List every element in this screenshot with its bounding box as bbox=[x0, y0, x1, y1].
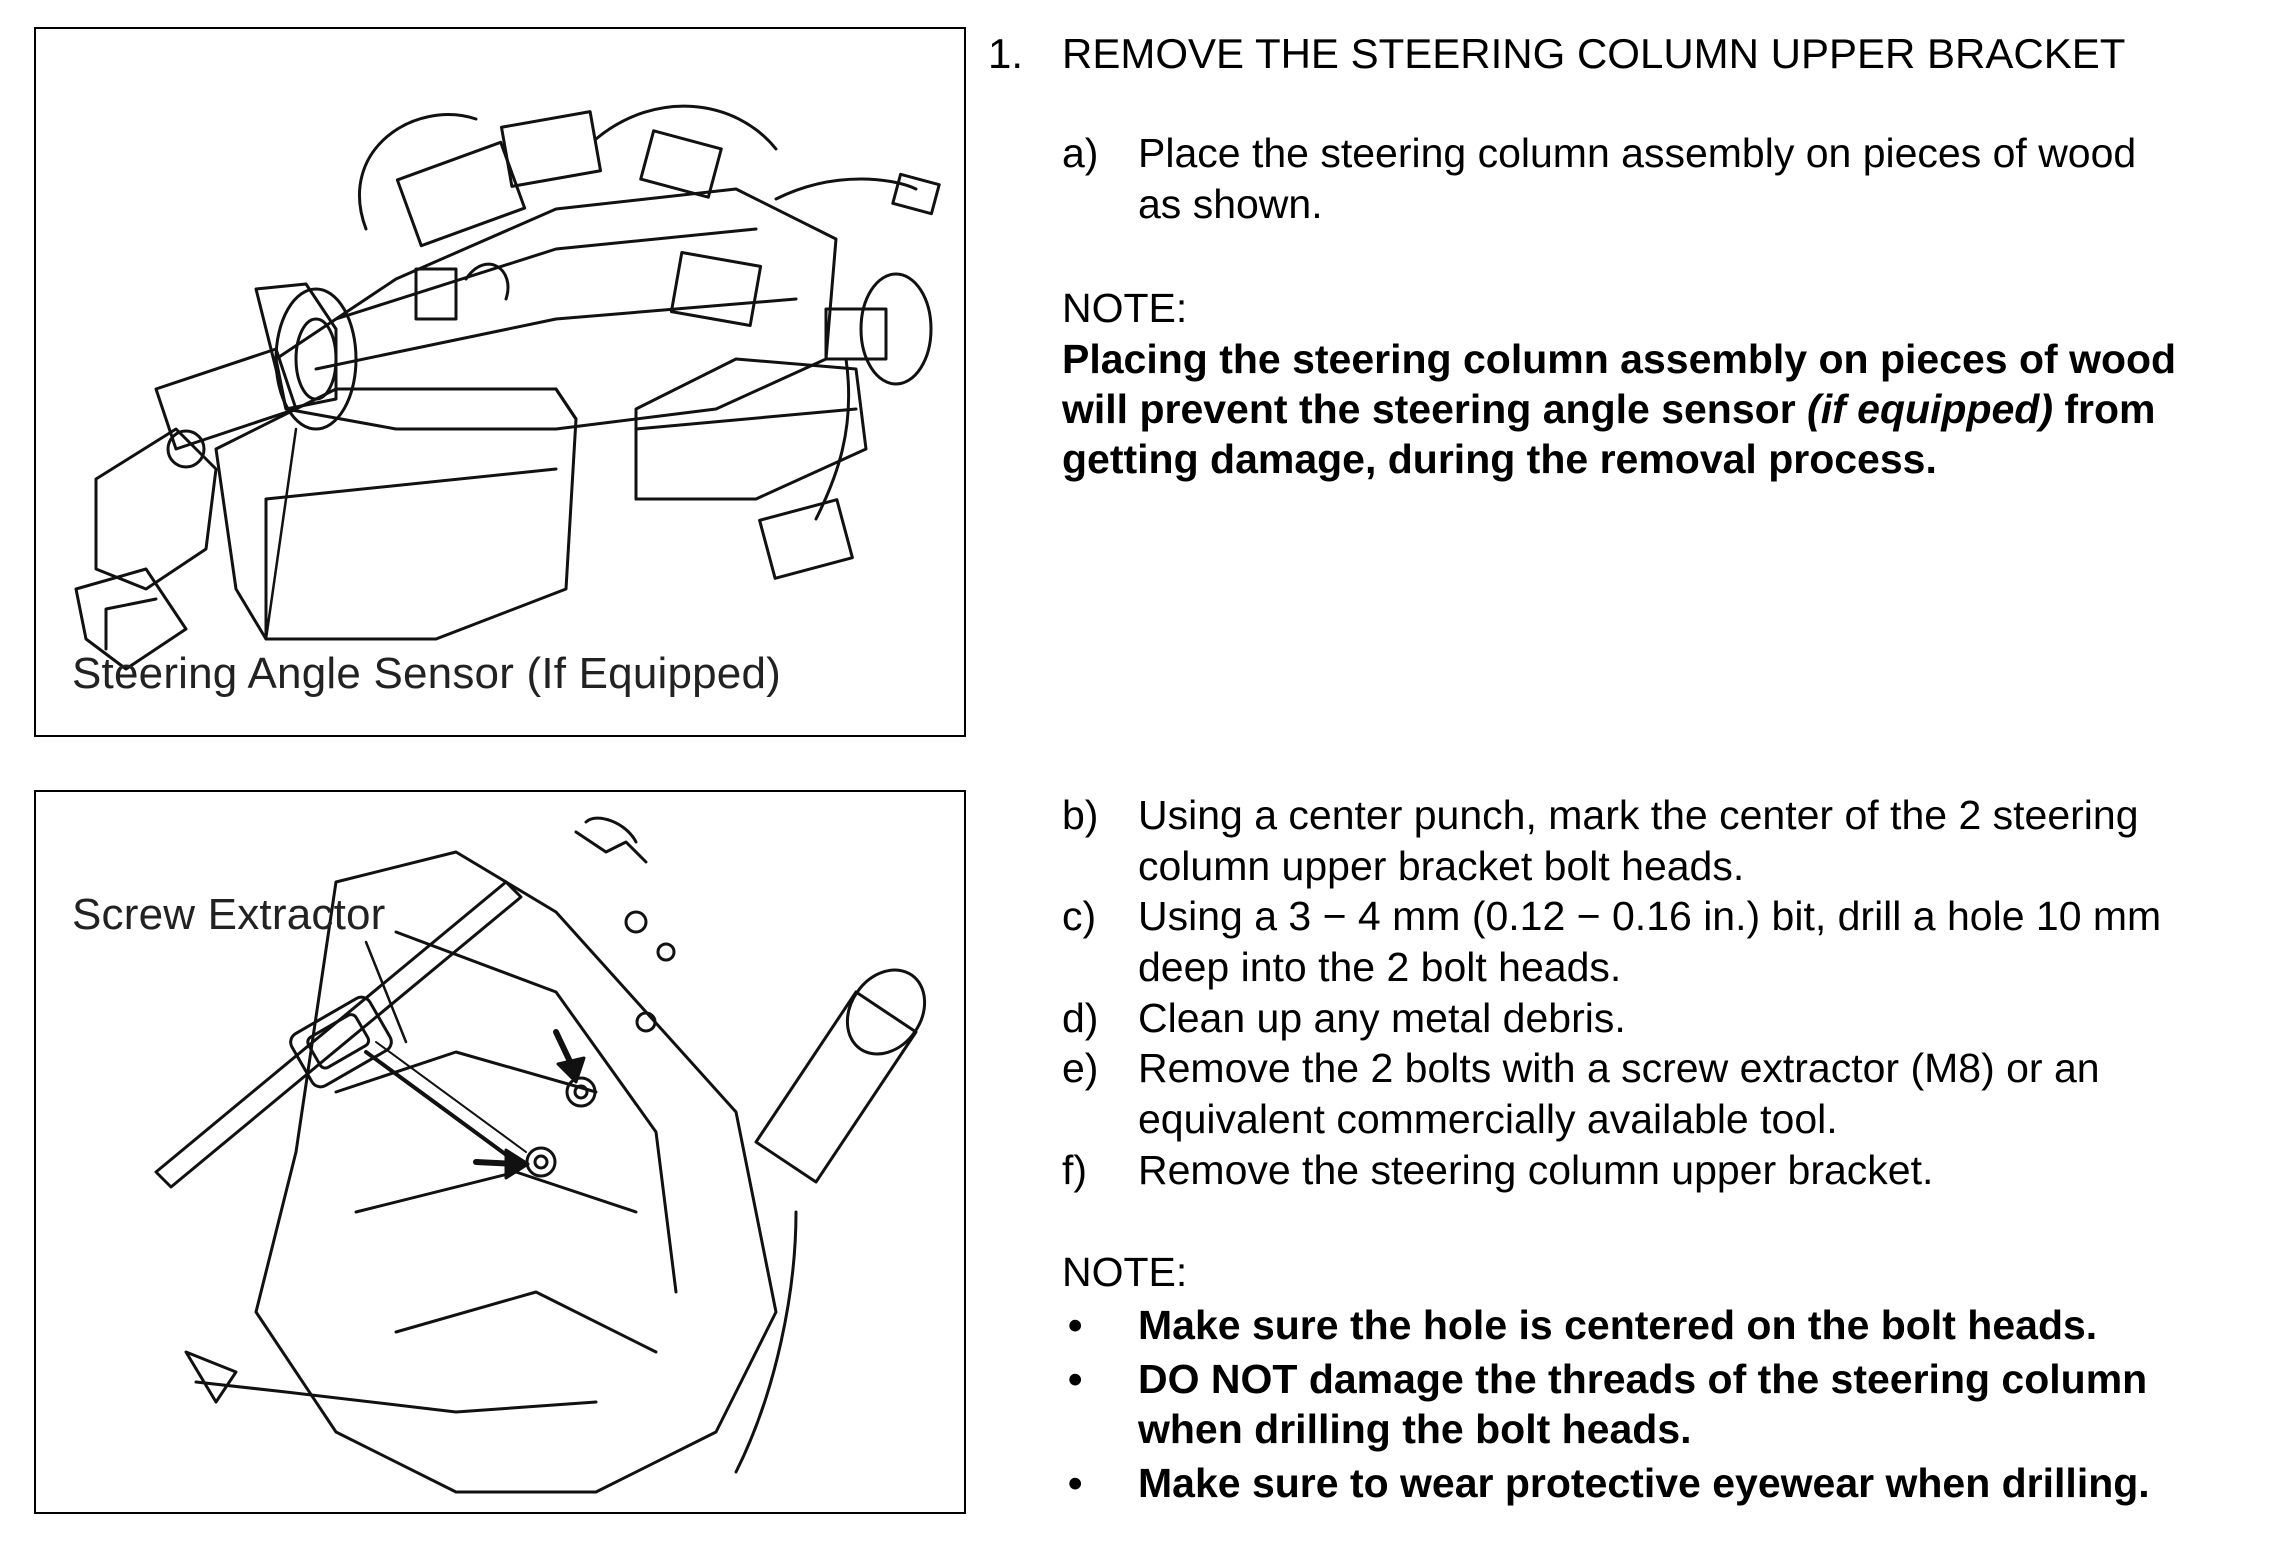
bullet-icon: • bbox=[1068, 1302, 1083, 1348]
note-text-line2-italic: (if equipped) bbox=[1807, 386, 2054, 432]
note-text-line2-pre: will prevent the steering angle sensor bbox=[1062, 386, 1808, 432]
bullet-text-line1: DO NOT damage the threads of the steerin… bbox=[1138, 1356, 2148, 1402]
substep-text-line1: Using a center punch, mark the center of… bbox=[1138, 792, 2139, 838]
note-text-line3: getting damage, during the removal proce… bbox=[1062, 436, 1937, 482]
substep-text-line2: as shown. bbox=[1138, 181, 1323, 227]
note-heading: NOTE: bbox=[1062, 285, 1188, 331]
step-title: REMOVE THE STEERING COLUMN UPPER BRACKET bbox=[1062, 30, 2126, 77]
note-text-line2: will prevent the steering angle sensor (… bbox=[1062, 384, 2156, 435]
substep-text-line2: equivalent commercially available tool. bbox=[1138, 1096, 1838, 1142]
substep-text-line1: Clean up any metal debris. bbox=[1138, 995, 1626, 1041]
screw-extractor-illustration bbox=[154, 816, 927, 1494]
figure-callout-label: Screw Extractor bbox=[72, 890, 386, 939]
bullet-text-line1: Make sure to wear protective eyewear whe… bbox=[1138, 1460, 2150, 1506]
substep-marker: b) bbox=[1062, 792, 1099, 838]
steering-column-illustration bbox=[74, 104, 941, 671]
substep-marker: e) bbox=[1062, 1045, 1099, 1091]
note-heading: NOTE: bbox=[1062, 1249, 1188, 1295]
substep-text-line1: Place the steering column assembly on pi… bbox=[1138, 130, 2137, 176]
bullet-text-line1: Make sure the hole is centered on the bo… bbox=[1138, 1302, 2098, 1348]
substep-marker: c) bbox=[1062, 893, 1097, 939]
bullet-icon: • bbox=[1068, 1460, 1083, 1506]
step-number: 1. bbox=[988, 30, 1024, 77]
substep-text-line1: Using a 3 − 4 mm (0.12 − 0.16 in.) bit, … bbox=[1138, 893, 2162, 939]
step-heading: 1. REMOVE THE STEERING COLUMN UPPER BRAC… bbox=[988, 30, 2125, 78]
bullet-text-line2: when drilling the bolt heads. bbox=[1138, 1406, 1692, 1452]
figure-steering-column-on-wood: Steering Angle Sensor (If Equipped) bbox=[34, 27, 966, 737]
substep-marker: d) bbox=[1062, 995, 1099, 1041]
note-text-line1: Placing the steering column assembly on … bbox=[1062, 336, 2177, 382]
substep-text-line2: column upper bracket bolt heads. bbox=[1138, 843, 1745, 889]
substep-marker: f) bbox=[1062, 1147, 1088, 1193]
figure-screw-extractor: Screw Extractor bbox=[34, 790, 966, 1514]
substep-text-line1: Remove the steering column upper bracket… bbox=[1138, 1147, 1934, 1193]
figure-callout-label: Steering Angle Sensor (If Equipped) bbox=[72, 649, 782, 698]
substep-text-line1: Remove the 2 bolts with a screw extracto… bbox=[1138, 1045, 2100, 1091]
substep-marker: a) bbox=[1062, 130, 1099, 176]
note-text-line2-post: from bbox=[2053, 386, 2156, 432]
bullet-icon: • bbox=[1068, 1356, 1083, 1402]
substep-text-line2: deep into the 2 bolt heads. bbox=[1138, 944, 1622, 990]
